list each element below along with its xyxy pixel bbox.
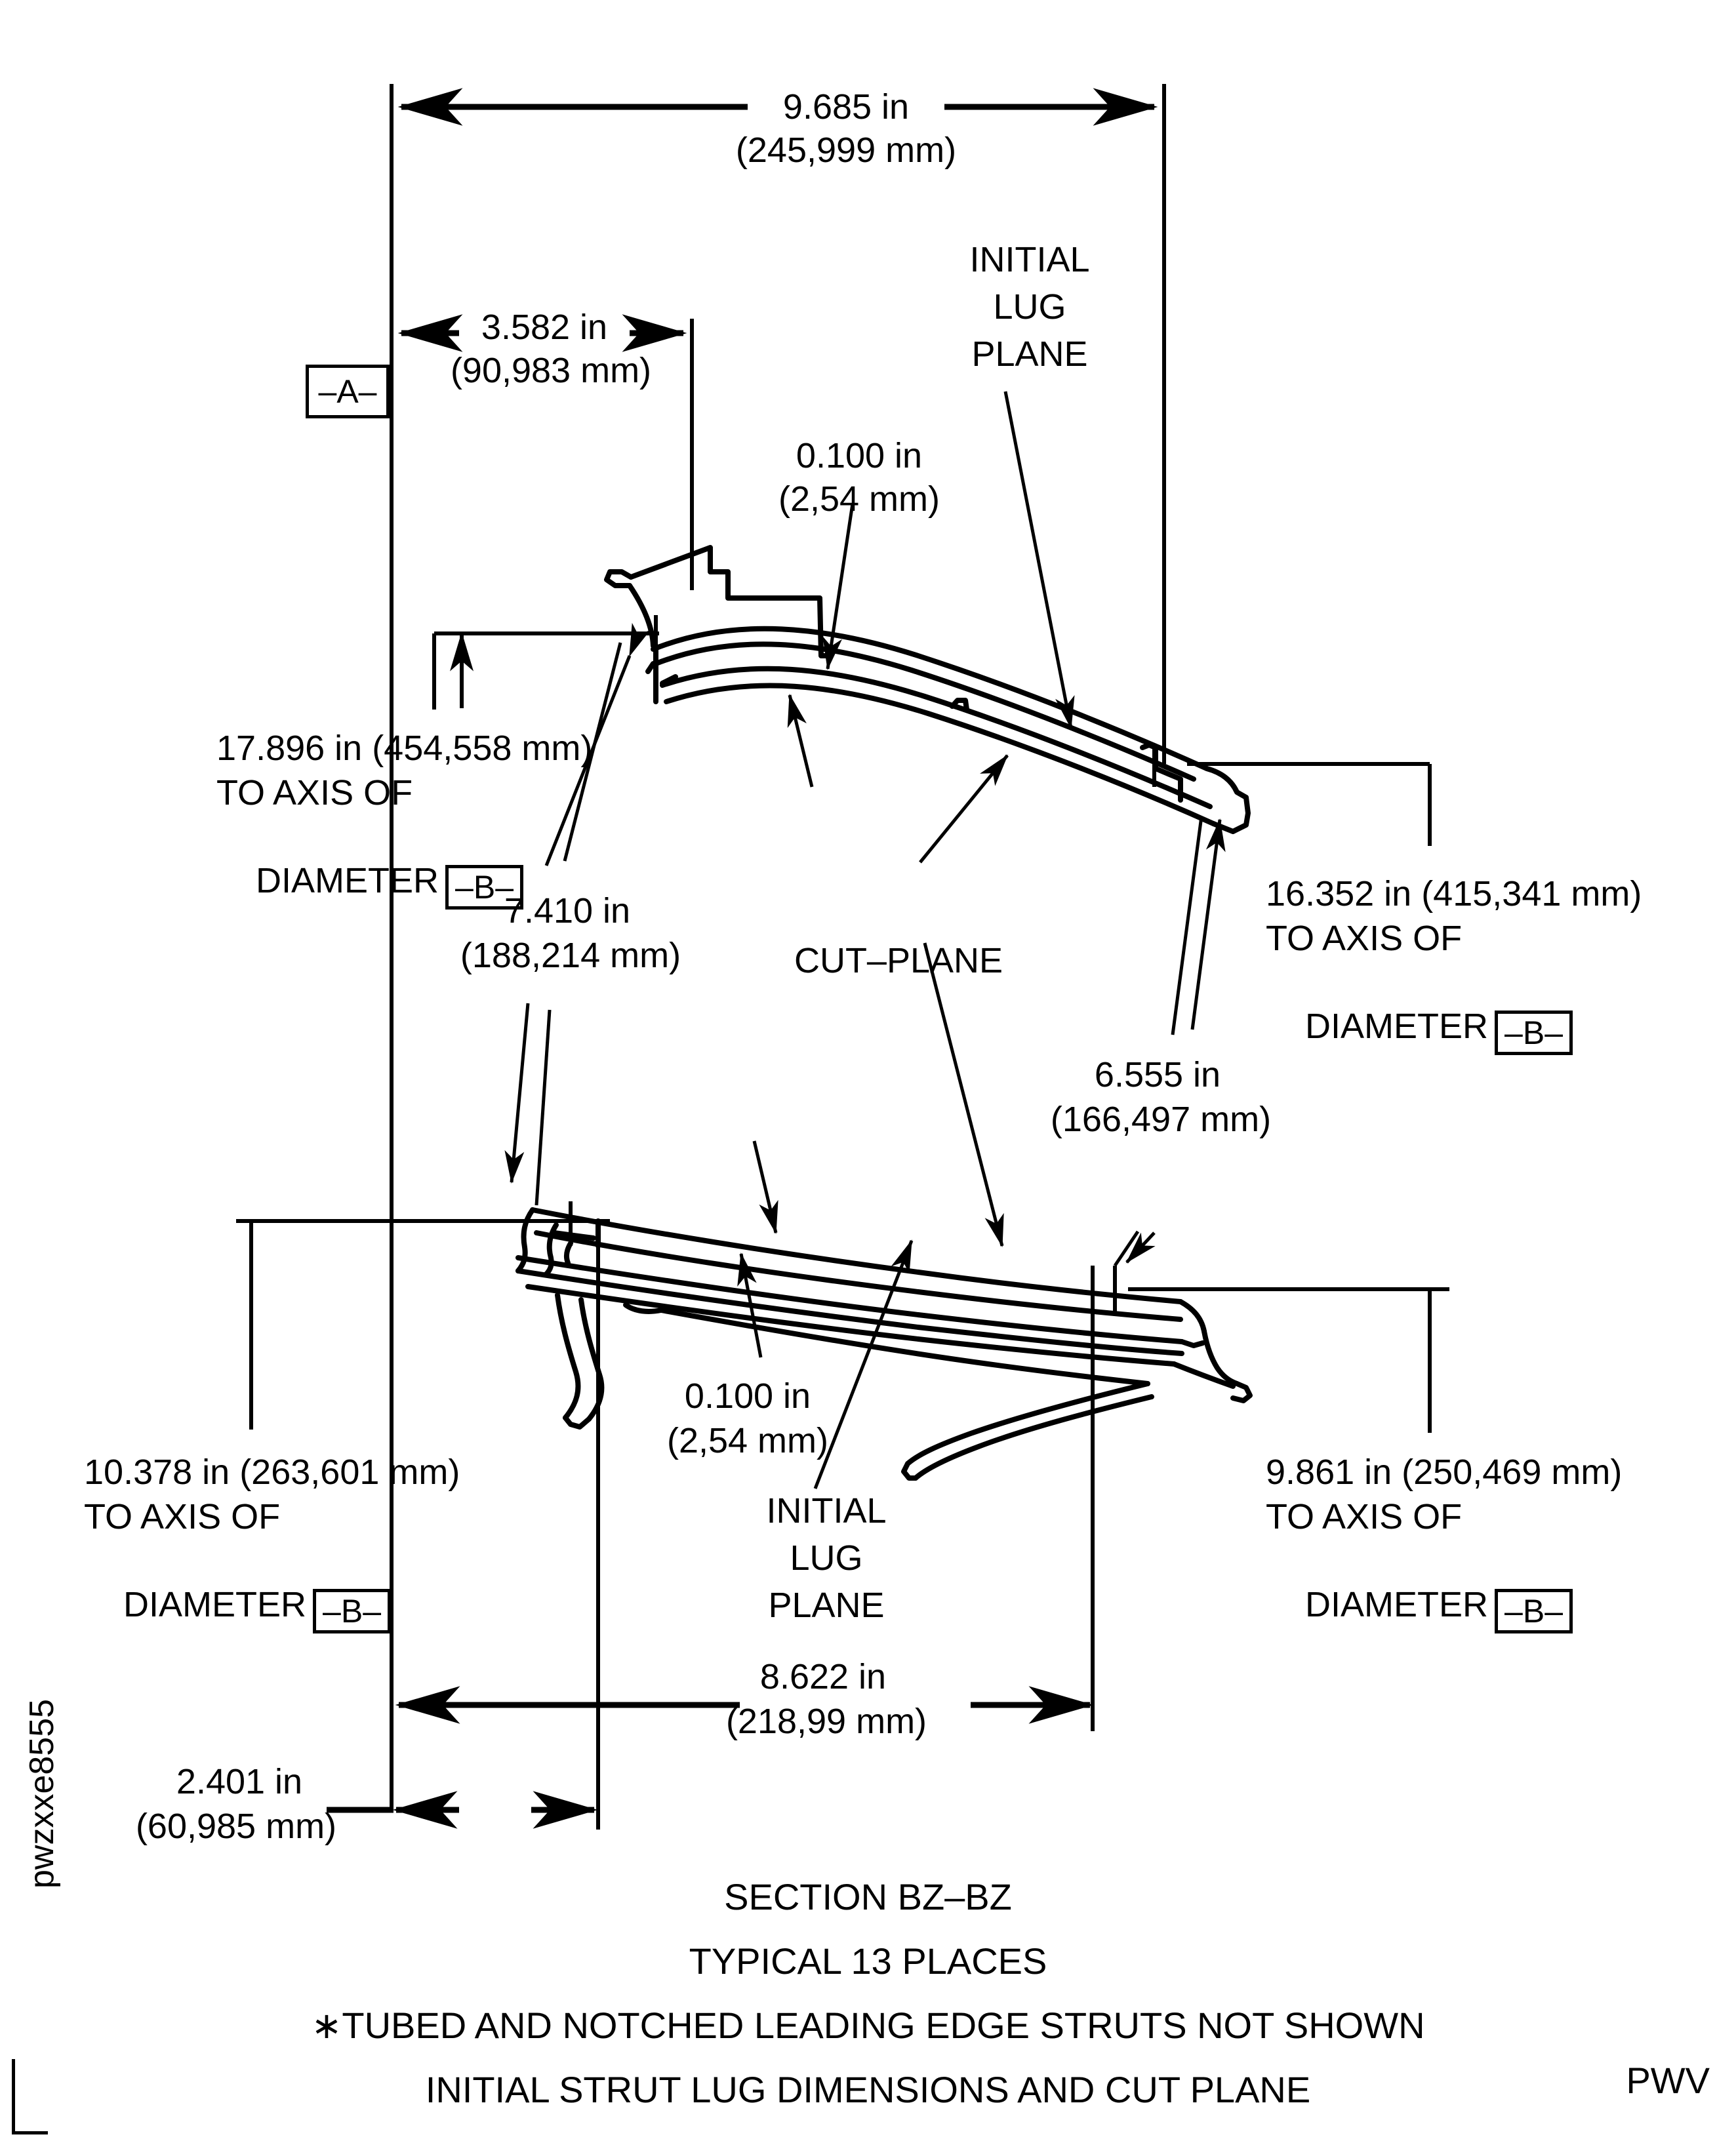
dimension-upper-right-radial-line2: TO AXIS OF bbox=[1266, 919, 1463, 958]
dimension-bottom-left-offset-mm: (60,985 mm) bbox=[135, 1807, 337, 1846]
caption-line-2: TYPICAL 13 PLACES bbox=[689, 1940, 1047, 1982]
dimension-lower-right-radial-line2: TO AXIS OF bbox=[1266, 1497, 1463, 1536]
dimension-upper-left-radial-line3: DIAMETER bbox=[256, 861, 439, 900]
dimension-right-slant bbox=[1113, 816, 1226, 1267]
dimension-upper-left-radial-value: 17.896 in (454,558 mm) bbox=[216, 729, 593, 768]
reference-tick-marks bbox=[569, 615, 1156, 1312]
dimension-left-slant-inch: 7.410 in bbox=[504, 891, 631, 931]
datum-b-box-lower-right: –B– bbox=[1495, 1589, 1573, 1633]
dimension-top-left-offset-mm: (90,983 mm) bbox=[450, 351, 652, 390]
dimension-lower-right-radial-value: 9.861 in (250,469 mm) bbox=[1266, 1452, 1623, 1492]
dimension-lower-left-radial-value: 10.378 in (263,601 mm) bbox=[84, 1452, 460, 1492]
dimension-left-slant bbox=[504, 622, 651, 1206]
dimension-upper-right-radial-value: 16.352 in (415,341 mm) bbox=[1266, 874, 1642, 913]
datum-a-box: –A– bbox=[306, 365, 390, 418]
datum-b-label: –B– bbox=[1504, 1593, 1564, 1630]
annotation-initial-lug-plane-bottom: INITIAL LUG PLANE bbox=[766, 1491, 887, 1625]
datum-b-box-lower-left: –B– bbox=[313, 1589, 392, 1633]
lower-lug-geometry bbox=[515, 1207, 1253, 1481]
corner-bracket-mark bbox=[12, 2059, 48, 2134]
dimension-upper-right-radial-line3-row: DIAMETER –B– bbox=[1266, 961, 1573, 1098]
corner-code-label: PWV bbox=[1626, 2060, 1710, 2101]
annotation-cut-plane: CUT–PLANE bbox=[794, 941, 1003, 980]
dimension-overall-top-mm: (245,999 mm) bbox=[735, 130, 957, 170]
dimension-lower-left-radial-line2: TO AXIS OF bbox=[84, 1497, 281, 1536]
datum-b-box-upper-right: –B– bbox=[1495, 1011, 1573, 1055]
upper-lug-geometry bbox=[604, 545, 1251, 834]
dimension-left-slant-mm: (188,214 mm) bbox=[460, 936, 681, 975]
dimension-bottom-left-offset-inch: 2.401 in bbox=[176, 1762, 303, 1801]
dimension-lower-left-radial-line3: DIAMETER bbox=[123, 1585, 307, 1624]
dimension-right-slant-mm: (166,497 mm) bbox=[1050, 1100, 1272, 1139]
radial-reference-lines bbox=[236, 631, 1449, 1433]
dimension-lower-gap-inch: 0.100 in bbox=[684, 1376, 811, 1416]
caption-line-1: SECTION BZ–BZ bbox=[724, 1876, 1012, 1917]
dimension-lower-left-radial-line3-row: DIAMETER –B– bbox=[84, 1540, 392, 1677]
dimension-top-left-offset-inch: 3.582 in bbox=[481, 308, 608, 347]
dimension-overall-top-inch: 9.685 in bbox=[782, 87, 910, 127]
datum-b-label: –B– bbox=[455, 869, 514, 906]
caption-line-3: ∗TUBED AND NOTCHED LEADING EDGE STRUTS N… bbox=[311, 2005, 1425, 2046]
sheet-id-label: pwzxxe8555 bbox=[23, 1698, 61, 1889]
datum-b-label: –B– bbox=[323, 1593, 382, 1630]
dimension-lower-right-radial-line3-row: DIAMETER –B– bbox=[1266, 1540, 1573, 1677]
dimension-bottom-overall-inch: 8.622 in bbox=[759, 1657, 887, 1696]
caption-line-4: INITIAL STRUT LUG DIMENSIONS AND CUT PLA… bbox=[425, 2069, 1311, 2110]
dimension-bottom-overall-mm: (218,99 mm) bbox=[725, 1702, 927, 1741]
dimension-upper-left-radial-line2: TO AXIS OF bbox=[216, 773, 413, 812]
datum-b-label: –B– bbox=[1504, 1014, 1564, 1051]
dimension-lower-right-radial-line3: DIAMETER bbox=[1305, 1585, 1489, 1624]
datum-a-label: –A– bbox=[318, 373, 377, 410]
dimension-upper-gap-inch: 0.100 in bbox=[796, 436, 923, 475]
annotation-initial-lug-plane-top: INITIAL LUG PLANE bbox=[969, 240, 1090, 374]
datum-b-box-upper-left: –B– bbox=[445, 865, 524, 910]
dimension-right-slant-inch: 6.555 in bbox=[1094, 1055, 1221, 1094]
dimension-upper-gap-mm: (2,54 mm) bbox=[778, 479, 940, 519]
dimension-upper-left-radial-line3-row: DIAMETER –B– bbox=[216, 816, 524, 953]
dimension-lower-gap-mm: (2,54 mm) bbox=[666, 1421, 829, 1460]
dimension-upper-right-radial-line3: DIAMETER bbox=[1305, 1007, 1489, 1046]
